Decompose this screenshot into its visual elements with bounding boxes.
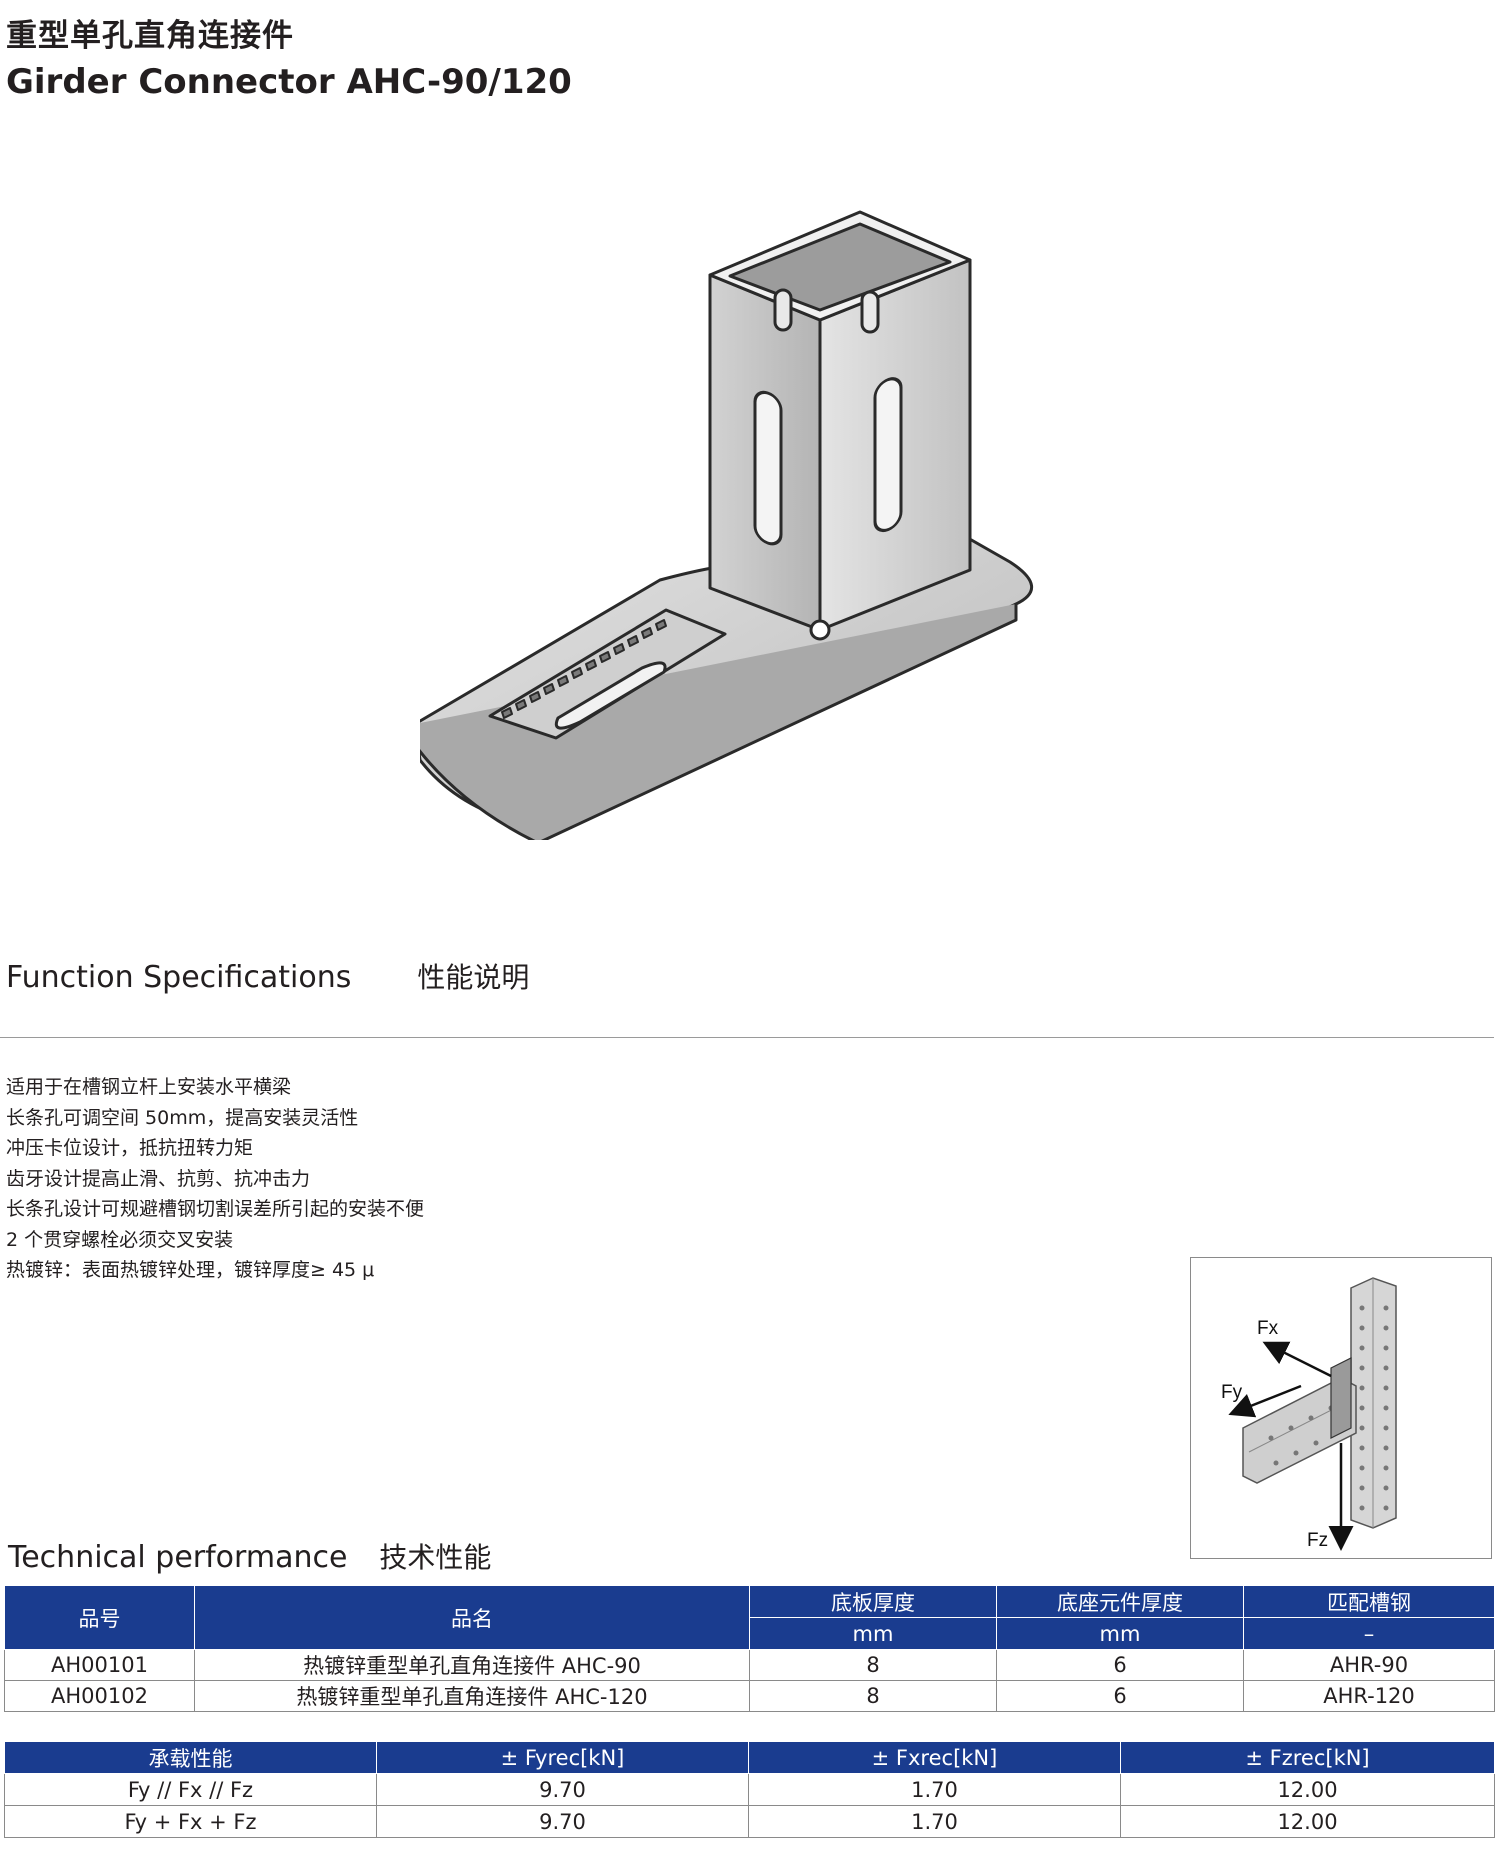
- feature-item: 热镀锌：表面热镀锌处理，镀锌厚度≥ 45 μ: [6, 1259, 375, 1281]
- technical-heading-cn: 技术性能: [379, 1541, 492, 1574]
- cell-load-case: Fy + Fx + Fz: [4, 1805, 377, 1838]
- cell-code: AH00101: [4, 1649, 195, 1681]
- fy-label: Fy: [1221, 1382, 1243, 1403]
- feature-item: 长条孔可调空间 50mm，提高安装灵活性: [6, 1106, 359, 1129]
- cell-fz: 12.00: [1120, 1805, 1495, 1838]
- col-base-unit: mm: [996, 1617, 1244, 1650]
- fz-label: Fz: [1307, 1530, 1328, 1551]
- feature-item: 齿牙设计提高止滑、抗剪、抗冲击力: [6, 1167, 311, 1190]
- cell-base: 6: [996, 1649, 1244, 1681]
- table-row: Fy + Fx + Fz 9.70 1.70 12.00: [4, 1805, 1495, 1838]
- col-channel-header: 匹配槽钢: [1243, 1585, 1495, 1618]
- cell-channel: AHR-120: [1243, 1680, 1495, 1712]
- col-fx-header: ± Fxrec[kN]: [748, 1741, 1121, 1774]
- cell-plate: 8: [749, 1680, 997, 1712]
- col-load-header: 承载性能: [4, 1741, 377, 1774]
- function-heading-en: Function Specifications: [6, 960, 352, 995]
- fx-label: Fx: [1257, 1318, 1279, 1339]
- col-plate-header: 底板厚度: [749, 1585, 997, 1618]
- feature-item: 2 个贯穿螺栓必须交叉安装: [6, 1228, 234, 1251]
- table-row: AH00102 热镀锌重型单孔直角连接件 AHC-120 8 6 AHR-120: [4, 1680, 1495, 1712]
- col-code-header: 品号: [4, 1585, 195, 1650]
- connector-product-image: [420, 210, 1034, 840]
- col-base-header: 底座元件厚度: [996, 1585, 1244, 1618]
- spec-table: 品号 品名 底板厚度 底座元件厚度 匹配槽钢 mm mm – AH00101 热…: [4, 1585, 1495, 1712]
- section-divider: [0, 1037, 1494, 1038]
- cell-fx: 1.70: [748, 1773, 1121, 1806]
- cell-fy: 9.70: [376, 1773, 749, 1806]
- cell-code: AH00102: [4, 1680, 195, 1712]
- cell-channel: AHR-90: [1243, 1649, 1495, 1681]
- cell-plate: 8: [749, 1649, 997, 1681]
- feature-item: 长条孔设计可规避槽钢切割误差所引起的安装不便: [6, 1198, 425, 1220]
- table-unit-row: mm mm –: [5, 1617, 1495, 1650]
- cell-fy: 9.70: [376, 1805, 749, 1838]
- load-diagram-svg: Fx Fy Fz: [1221, 1277, 1397, 1551]
- col-fz-header: ± Fzrec[kN]: [1120, 1741, 1495, 1774]
- table-header-row: 品号 品名 底板厚度 底座元件厚度 匹配槽钢: [4, 1585, 1495, 1650]
- table-row: AH00101 热镀锌重型单孔直角连接件 AHC-90 8 6 AHR-90: [4, 1649, 1495, 1681]
- load-direction-diagram: Fx Fy Fz: [1190, 1257, 1492, 1559]
- col-fy-header: ± Fyrec[kN]: [376, 1741, 749, 1774]
- table-row: Fy // Fx // Fz 9.70 1.70 12.00: [4, 1773, 1495, 1806]
- col-channel-unit: –: [1243, 1617, 1495, 1650]
- feature-item: 冲压卡位设计，抵抗扭转力矩: [6, 1137, 254, 1159]
- cell-base: 6: [996, 1680, 1244, 1712]
- function-heading-cn: 性能说明: [417, 961, 530, 994]
- cell-fz: 12.00: [1120, 1773, 1495, 1806]
- page-title-en: Girder Connector AHC-90/120: [6, 62, 572, 102]
- table-header-row: 承载性能 ± Fyrec[kN] ± Fxrec[kN] ± Fzrec[kN]: [4, 1741, 1495, 1774]
- load-capacity-table: 承载性能 ± Fyrec[kN] ± Fxrec[kN] ± Fzrec[kN]…: [4, 1741, 1495, 1838]
- cell-fx: 1.70: [748, 1805, 1121, 1838]
- cell-load-case: Fy // Fx // Fz: [4, 1773, 377, 1806]
- technical-heading-en: Technical performance: [8, 1540, 348, 1575]
- feature-item: 适用于在槽钢立杆上安装水平横梁: [6, 1076, 292, 1098]
- cell-name: 热镀锌重型单孔直角连接件 AHC-120: [194, 1680, 750, 1712]
- cell-name: 热镀锌重型单孔直角连接件 AHC-90: [194, 1649, 750, 1681]
- col-plate-unit: mm: [749, 1617, 997, 1650]
- feature-list: 适用于在槽钢立杆上安装水平横梁 长条孔可调空间 50mm，提高安装灵活性 冲压卡…: [6, 1072, 424, 1286]
- technical-heading: Technical performance 技术性能: [8, 1536, 491, 1576]
- function-heading: Function Specifications 性能说明: [6, 956, 529, 996]
- col-name-header: 品名: [194, 1585, 750, 1650]
- page-title-cn: 重型单孔直角连接件: [6, 18, 294, 54]
